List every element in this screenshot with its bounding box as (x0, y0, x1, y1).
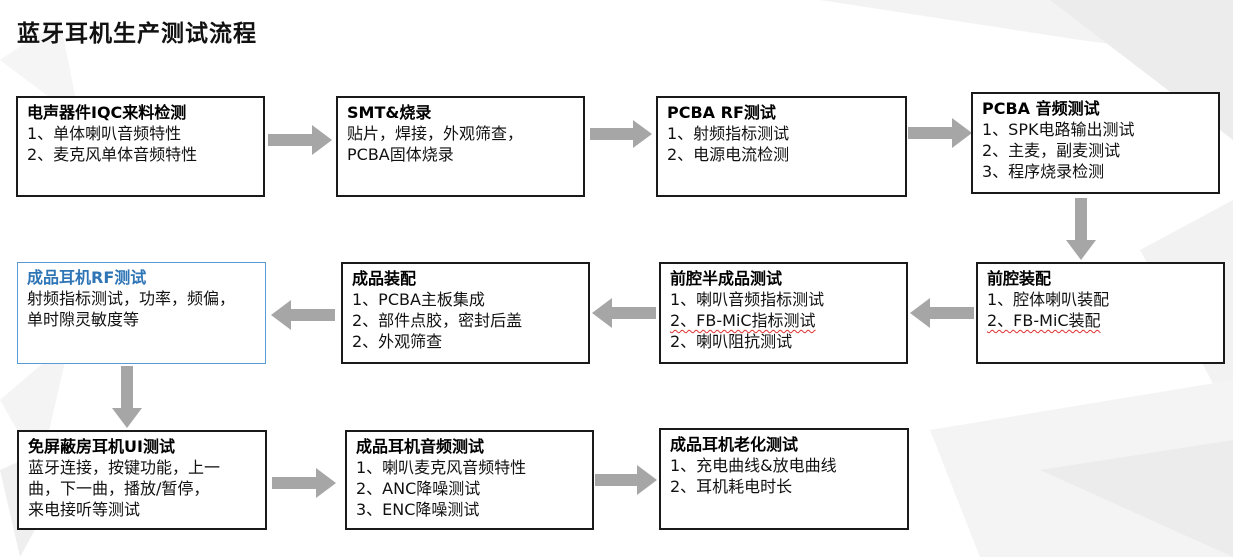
arrow-left-icon (592, 298, 656, 328)
step-line: 2、电源电流检测 (667, 145, 790, 164)
arrow-right-icon (595, 465, 657, 495)
step-title: 免屏蔽房耳机UI测试 (28, 437, 175, 456)
step-ui-test: 免屏蔽房耳机UI测试 蓝牙连接，按键功能，上一 曲，下一曲，播放/暂停， 来电接… (17, 430, 267, 530)
step-line: 2、麦克风单体音频特性 (27, 145, 198, 164)
arrow-right-icon (272, 468, 336, 498)
step-front-cavity-assembly: 前腔装配 1、腔体喇叭装配 2、FB-MiC装配 (976, 262, 1225, 364)
step-line: 1、腔体喇叭装配 (987, 290, 1110, 309)
arrow-left-icon (910, 298, 974, 328)
step-final-assembly: 成品装配 1、PCBA主板集成 2、部件点胶，密封后盖 2、外观筛查 (341, 262, 590, 364)
step-line: 曲，下一曲，播放/暂停， (28, 479, 210, 498)
step-line: 贴片，焊接，外观筛查， (347, 124, 524, 143)
step-pcba-rf: PCBA RF测试 1、射频指标测试 2、电源电流检测 (656, 96, 907, 197)
step-line: 1、PCBA主板集成 (352, 290, 485, 309)
step-title: 前腔半成品测试 (670, 269, 783, 288)
step-title: 成品耳机老化测试 (670, 435, 799, 454)
step-line: 射频指标测试，功率，频偏， (27, 289, 236, 308)
step-line: 2、外观筛查 (352, 332, 443, 351)
step-line: 2、ANC降噪测试 (356, 479, 481, 498)
arrow-down-icon (112, 366, 142, 428)
step-line: 2、FB-MiC指标测试 (670, 311, 816, 330)
step-line: 1、单体喇叭音频特性 (27, 124, 182, 143)
step-line: 1、充电曲线&放电曲线 (670, 456, 837, 475)
step-line: 1、射频指标测试 (667, 124, 790, 143)
step-title: 前腔装配 (987, 269, 1052, 288)
step-title: 成品装配 (352, 269, 417, 288)
step-line: 2、FB-MiC装配 (987, 311, 1101, 330)
arrow-down-icon (1066, 198, 1096, 260)
step-final-audio: 成品耳机音频测试 1、喇叭麦克风音频特性 2、ANC降噪测试 3、ENC降噪测试 (345, 430, 594, 530)
step-line: 蓝牙连接，按键功能，上一 (28, 458, 221, 477)
step-line: PCBA固体烧录 (347, 145, 454, 164)
step-title: 电声器件IQC来料检测 (27, 103, 187, 122)
step-title: 成品耳机音频测试 (356, 437, 485, 456)
step-line: 单时隙灵敏度等 (27, 310, 140, 329)
step-front-cavity-test: 前腔半成品测试 1、喇叭音频指标测试 2、FB-MiC指标测试 2、喇叭阻抗测试 (659, 262, 908, 364)
page-title: 蓝牙耳机生产测试流程 (17, 21, 257, 47)
step-line: 1、SPK电路输出测试 (982, 120, 1135, 139)
step-smt: SMT&烧录 贴片，焊接，外观筛查， PCBA固体烧录 (336, 96, 585, 197)
step-title: PCBA RF测试 (667, 103, 776, 122)
step-line: 2、耳机耗电时长 (670, 477, 793, 496)
step-final-rf: 成品耳机RF测试 射频指标测试，功率，频偏， 单时隙灵敏度等 (17, 262, 266, 364)
arrow-right-icon (268, 125, 332, 155)
step-title: 成品耳机RF测试 (27, 268, 147, 287)
step-line: 1、喇叭麦克风音频特性 (356, 458, 527, 477)
arrow-left-icon (271, 300, 335, 330)
arrow-right-icon (908, 118, 972, 148)
arrow-right-icon (590, 120, 652, 148)
step-line: 3、程序烧录检测 (982, 162, 1105, 181)
step-line: 3、ENC降噪测试 (356, 500, 480, 519)
step-iqc: 电声器件IQC来料检测 1、单体喇叭音频特性 2、麦克风单体音频特性 (16, 96, 265, 197)
step-line: 1、喇叭音频指标测试 (670, 290, 825, 309)
step-pcba-audio: PCBA 音频测试 1、SPK电路输出测试 2、主麦，副麦测试 3、程序烧录检测 (971, 92, 1220, 194)
step-title: PCBA 音频测试 (982, 99, 1100, 118)
step-aging-test: 成品耳机老化测试 1、充电曲线&放电曲线 2、耳机耗电时长 (659, 428, 909, 530)
step-line: 来电接听等测试 (28, 500, 141, 519)
step-line: 2、喇叭阻抗测试 (670, 332, 793, 351)
step-line: 2、主麦，副麦测试 (982, 141, 1121, 160)
step-line: 2、部件点胶，密封后盖 (352, 311, 523, 330)
step-title: SMT&烧录 (347, 103, 432, 122)
